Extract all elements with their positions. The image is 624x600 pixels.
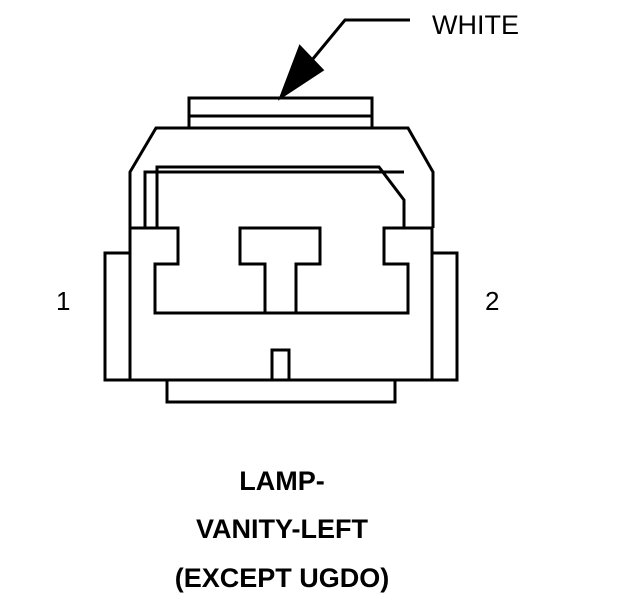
center-key [238, 226, 322, 315]
right-side-rib [430, 251, 459, 382]
left-side-rib [103, 251, 132, 382]
pin-1-label: 1 [56, 286, 71, 316]
callout-arrowhead-icon [277, 44, 325, 101]
connector-base [165, 378, 397, 404]
title-line-1: LAMP- [239, 466, 325, 496]
pin-2-label: 2 [485, 286, 500, 316]
latch-arm [155, 165, 406, 228]
wire-color-label: WHITE [432, 10, 519, 40]
title-line-3: (EXCEPT UGDO) [174, 563, 390, 593]
connector-inner-shell [143, 170, 404, 228]
bottom-notch [270, 348, 291, 382]
connector-shell-top [128, 126, 435, 228]
latch-cap [187, 96, 374, 130]
connector-body [128, 226, 434, 382]
title-line-2: VANITY-LEFT [196, 514, 368, 544]
callout-leader-line [310, 18, 410, 61]
